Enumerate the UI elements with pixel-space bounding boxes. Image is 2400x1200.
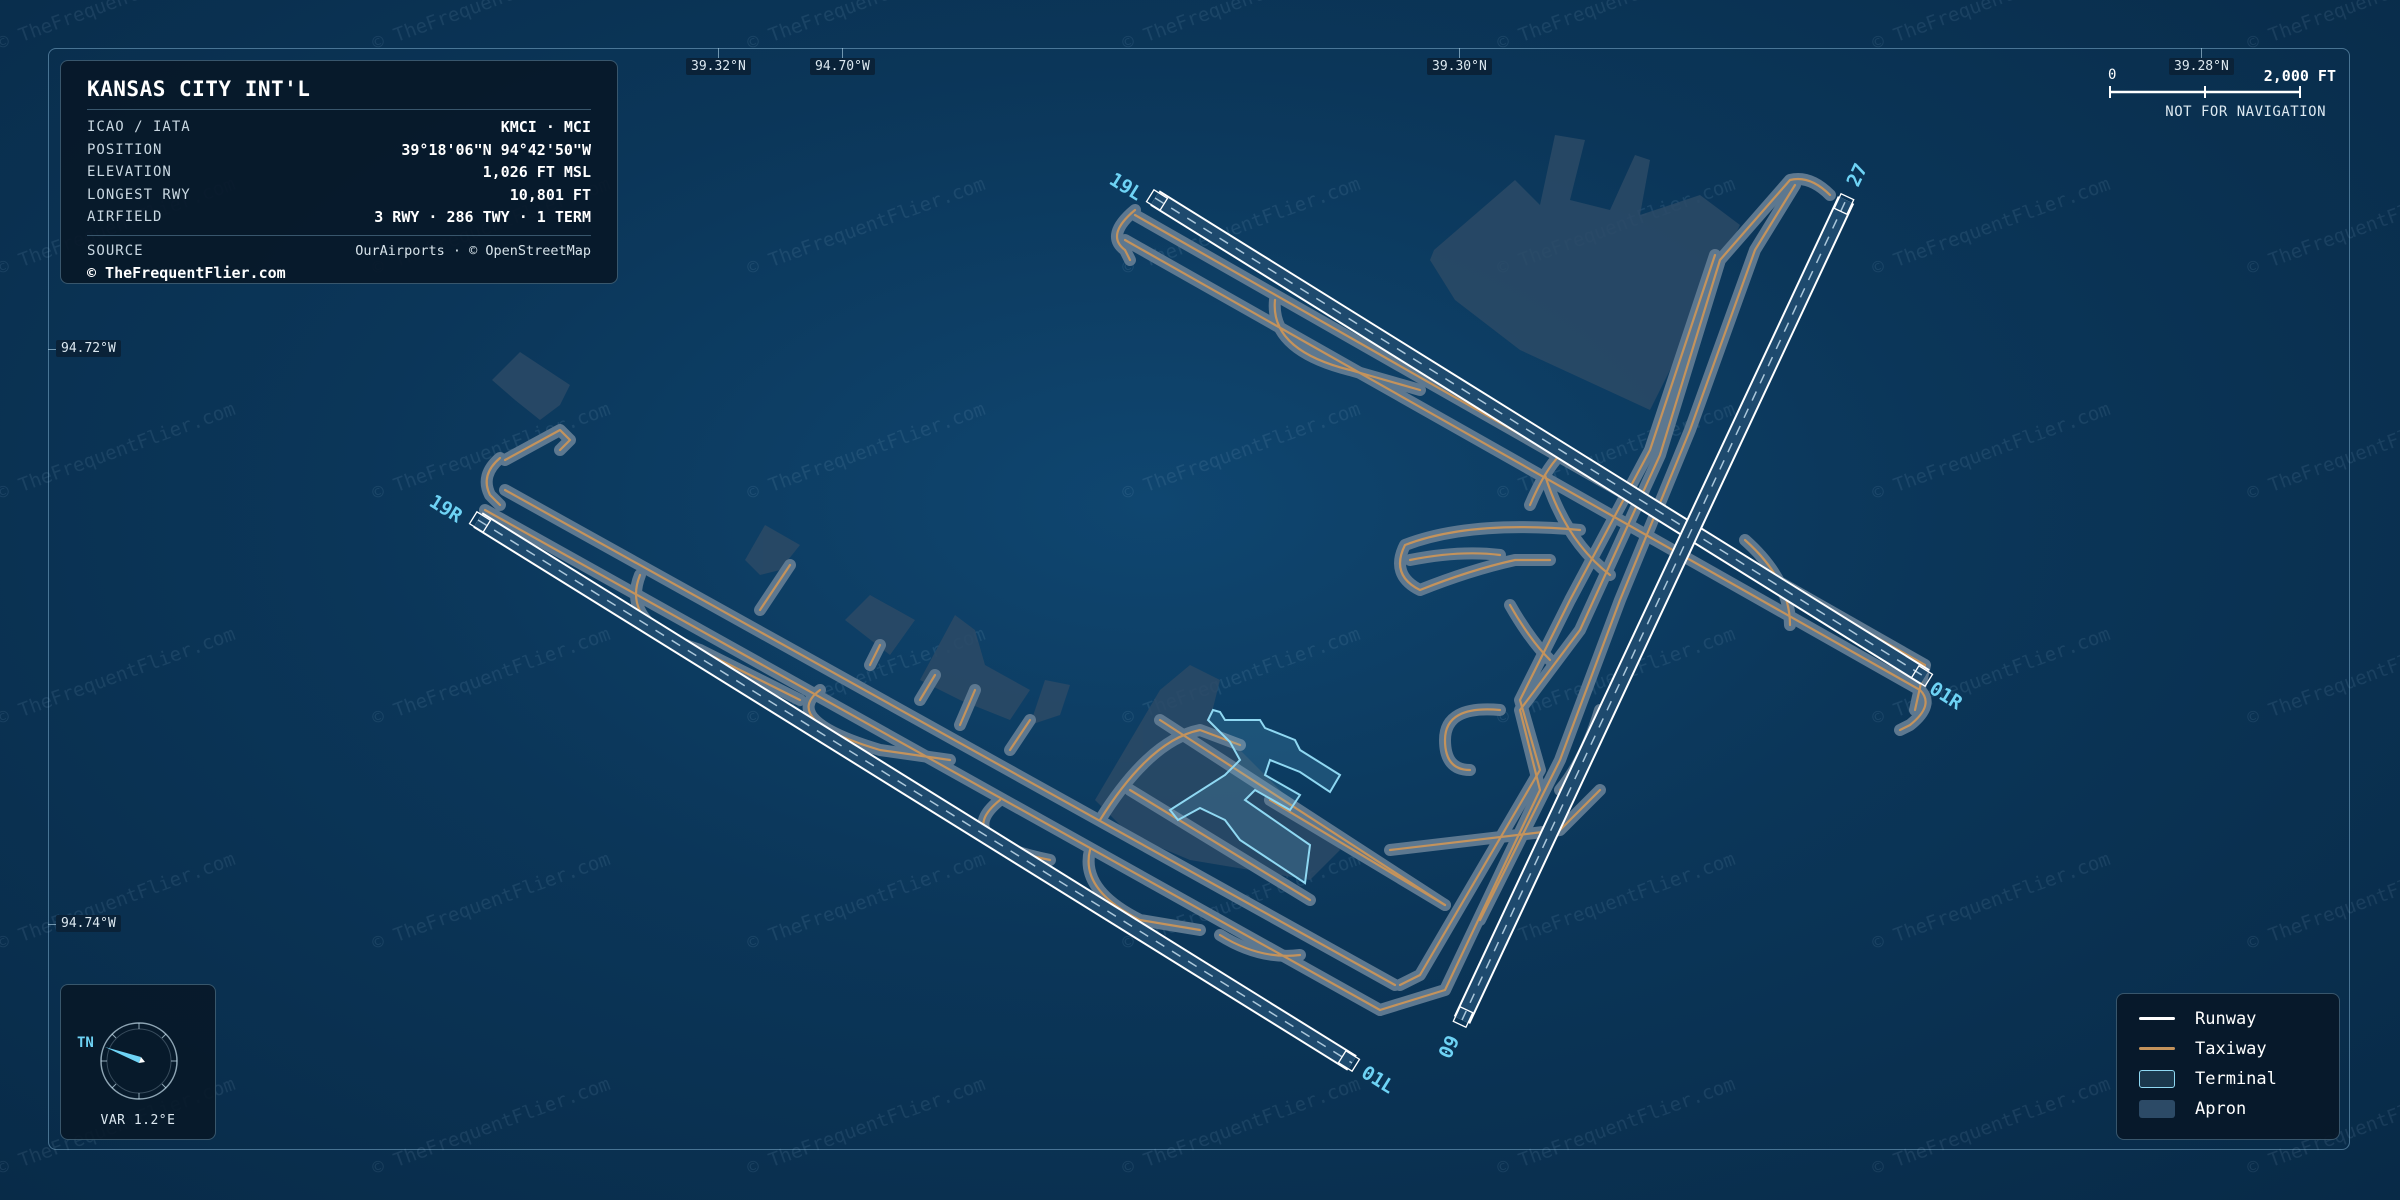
legend-item-runway: Runway [2139, 1004, 2317, 1034]
legend-item-terminal: Terminal [2139, 1064, 2317, 1094]
scale-bar: 0 2,000 FT NOT FOR NAVIGATION [2104, 64, 2340, 124]
terminal[interactable] [1168, 708, 1342, 885]
scale-zero: 0 [2108, 67, 2117, 83]
magnetic-variation: VAR 1.2°E [100, 1113, 176, 1128]
watermark-text: © TheFrequentFlier.com [2244, 0, 2400, 55]
graticule-top-94-70W: 94.70°W [810, 48, 875, 75]
runway-swatch-icon [2139, 1010, 2175, 1028]
watermark-text: © TheFrequentFlier.com [1494, 0, 1738, 55]
graticule-left-94-72W: 94.72°W [48, 340, 121, 357]
runway-01L-19R[interactable] [473, 512, 1357, 1071]
graticule-top-39-30N: 39.30°N [1427, 48, 1492, 75]
apron [492, 352, 570, 420]
apron-swatch-icon [2139, 1100, 2175, 1118]
watermark-text: © TheFrequentFlier.com [0, 0, 238, 55]
taxiway-swatch-icon [2139, 1040, 2175, 1058]
apron [745, 525, 800, 575]
apron [1430, 135, 1740, 410]
compass-rose: TN VAR 1.2°E [60, 984, 216, 1140]
graticule-top-39-28N: 39.28°N [2169, 48, 2234, 75]
copyright: © TheFrequentFlier.com [87, 264, 286, 282]
legend-item-apron: Apron [2139, 1094, 2317, 1124]
apron [1030, 680, 1070, 725]
compass-icon [100, 1022, 178, 1100]
runway-01R-19L[interactable] [1150, 190, 1930, 685]
map-legend: Runway Taxiway Terminal Apron [2116, 993, 2340, 1140]
terminal-swatch-icon [2139, 1070, 2175, 1088]
airport-name: KANSAS CITY INT'L [87, 77, 591, 110]
legend-item-taxiway: Taxiway [2139, 1034, 2317, 1064]
runway-layer [468, 188, 1934, 1073]
apron [845, 595, 915, 655]
scale-max: 2,000 FT [2263, 67, 2336, 85]
true-north-label: TN [77, 1035, 94, 1051]
navigation-warning: NOT FOR NAVIGATION [2165, 104, 2326, 120]
map-frame [48, 48, 2350, 1150]
graticule-top-39-32N: 39.32°N [686, 48, 751, 75]
watermark-text: © TheFrequentFlier.com [1119, 0, 1363, 55]
watermark-text: © TheFrequentFlier.com [744, 0, 988, 55]
apron-layer [492, 135, 1740, 880]
watermark-text: © TheFrequentFlier.com [369, 0, 613, 55]
graticule-left-94-74W: 94.74°W [48, 915, 121, 932]
scale-ruler [2109, 86, 2301, 98]
apron [920, 615, 1030, 720]
runway-09-27[interactable] [1453, 196, 1855, 1024]
watermark-text: © TheFrequentFlier.com [1869, 0, 2113, 55]
